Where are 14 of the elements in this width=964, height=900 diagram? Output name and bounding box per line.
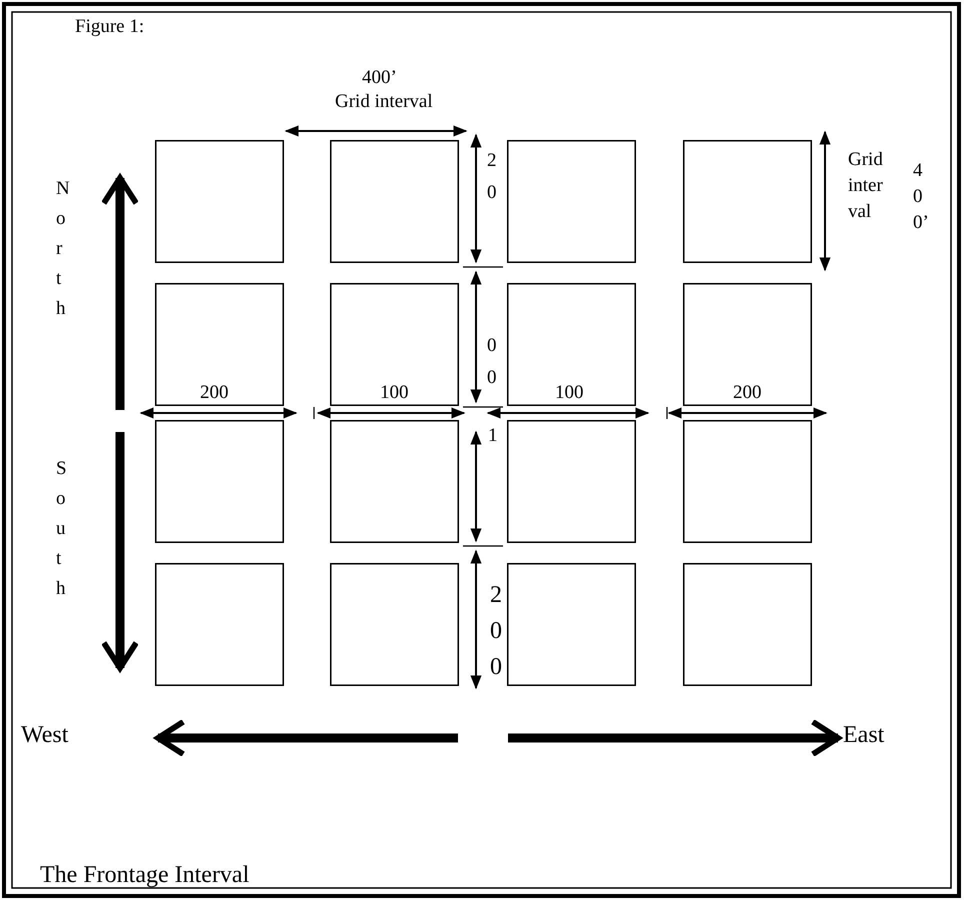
dimension-label: 1 [488, 425, 498, 447]
direction-label: West [21, 722, 68, 750]
dimension-label: 400’ [913, 159, 924, 235]
direction-label: East [843, 722, 884, 750]
dimension-label: 200 [490, 581, 503, 682]
dimension-label: Grid interval [848, 148, 884, 224]
figure-caption: The Frontage Interval [40, 862, 250, 890]
dimension-label: 400’ [362, 67, 397, 89]
dimension-label: 00 [487, 334, 498, 390]
dimension-label: Grid interval [335, 91, 433, 113]
direction-label: North [56, 177, 68, 321]
figure-title: Figure 1: [75, 16, 144, 38]
dimension-label: 20 [487, 149, 498, 205]
direction-label: South [56, 457, 68, 601]
